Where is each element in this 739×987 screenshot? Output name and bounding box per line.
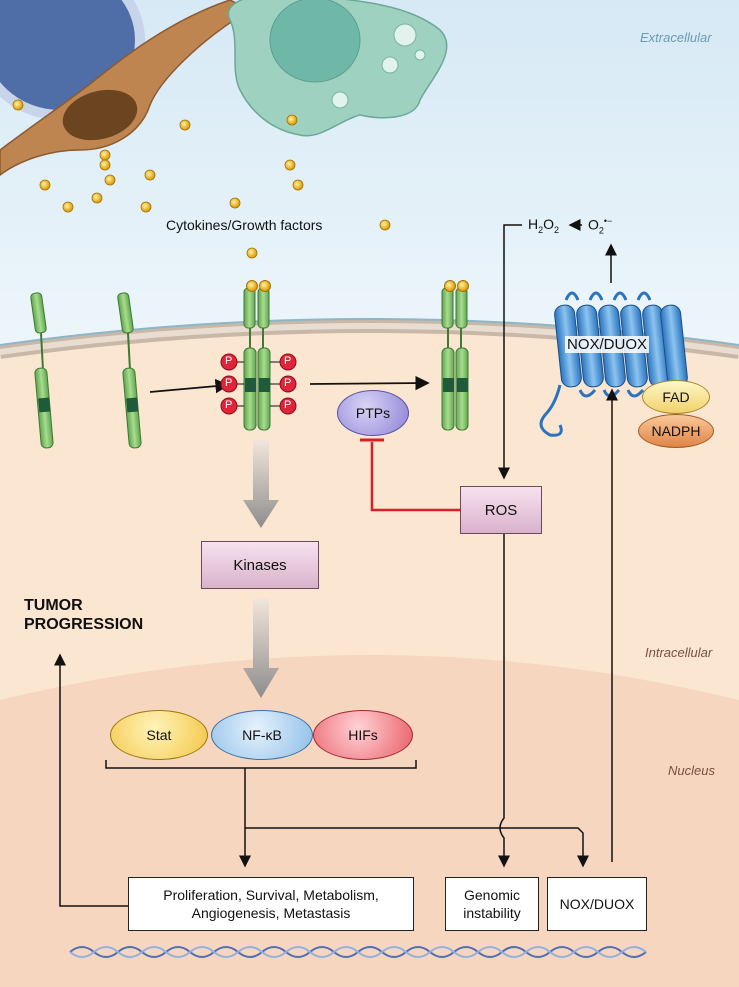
signal-arrow-2	[243, 598, 279, 698]
region-intracellular: Intracellular	[645, 645, 713, 660]
phospho-label-3: P	[225, 399, 233, 411]
genomic-line-1: Genomic	[463, 887, 521, 903]
tumor-progression-label: TUMOR PROGRESSION	[24, 597, 144, 633]
genomic-instability-box: Genomic instability	[445, 877, 539, 931]
ros-inhibits-ptps	[370, 442, 460, 512]
receptor-dimer-phosphorylated	[236, 280, 280, 431]
h2o2-to-ros-arrow	[498, 224, 522, 480]
phospho-label-2: P	[225, 377, 233, 389]
ptps-oval: PTPs	[337, 390, 409, 436]
phosphate-2	[220, 375, 238, 393]
phosphate-1	[220, 353, 238, 371]
region-nucleus: Nucleus	[668, 763, 715, 778]
genomic-line-2: instability	[463, 905, 521, 921]
cytokines-label: Cytokines/Growth factors	[166, 217, 323, 233]
cytokine-beads	[12, 99, 391, 259]
dimerization-arrow	[149, 378, 230, 394]
region-extracellular: Extracellular	[640, 30, 712, 45]
phospho-label-5: P	[284, 377, 292, 389]
phosphate-3	[220, 397, 238, 415]
tf-nfkb: NF-κB	[211, 710, 313, 760]
tf-hifs: HIFs	[313, 710, 413, 760]
phospho-label-6: P	[284, 399, 292, 411]
tf-stat: Stat	[110, 710, 208, 760]
fad-oval: FAD	[642, 380, 710, 414]
kinases-box: Kinases	[201, 541, 319, 589]
phospho-label-4: P	[284, 355, 292, 367]
fibroblast-cell	[0, 0, 252, 176]
nucleus	[0, 655, 739, 987]
phospho-label-1: P	[225, 355, 233, 367]
phosphate-5	[279, 375, 297, 393]
proliferation-line-2: Angiogenesis, Metastasis	[191, 905, 351, 921]
nox-duox-gene-box: NOX/DUOX	[547, 877, 647, 931]
nadph-oval: NADPH	[638, 414, 714, 448]
phosphate-4	[279, 353, 297, 371]
nox-duox-membrane-protein	[539, 291, 688, 437]
phosphate-6	[279, 397, 297, 415]
tf-to-nox-gene-arrow	[245, 827, 589, 868]
tumor-progression-arrow	[54, 653, 128, 907]
proliferation-line-1: Proliferation, Survival, Metabolism,	[163, 887, 379, 903]
dna-helix	[69, 946, 647, 958]
proliferation-box: Proliferation, Survival, Metabolism, Ang…	[128, 877, 414, 931]
signal-arrow-1	[243, 440, 279, 528]
phosphate-groups	[220, 353, 297, 415]
superoxide-label: O2•−	[588, 216, 613, 236]
nox-duox-protein-label: NOX/DUOX	[565, 336, 650, 353]
receptor-monomer-1	[30, 292, 54, 449]
tf-bracket	[105, 760, 417, 769]
receptor-dimer-dephosphorylated	[441, 280, 469, 431]
ros-box: ROS	[460, 486, 542, 534]
receptor-monomer-2	[117, 292, 142, 449]
h2o2-label: H2O2	[528, 216, 560, 235]
dephosphorylation-arrow	[309, 375, 430, 391]
